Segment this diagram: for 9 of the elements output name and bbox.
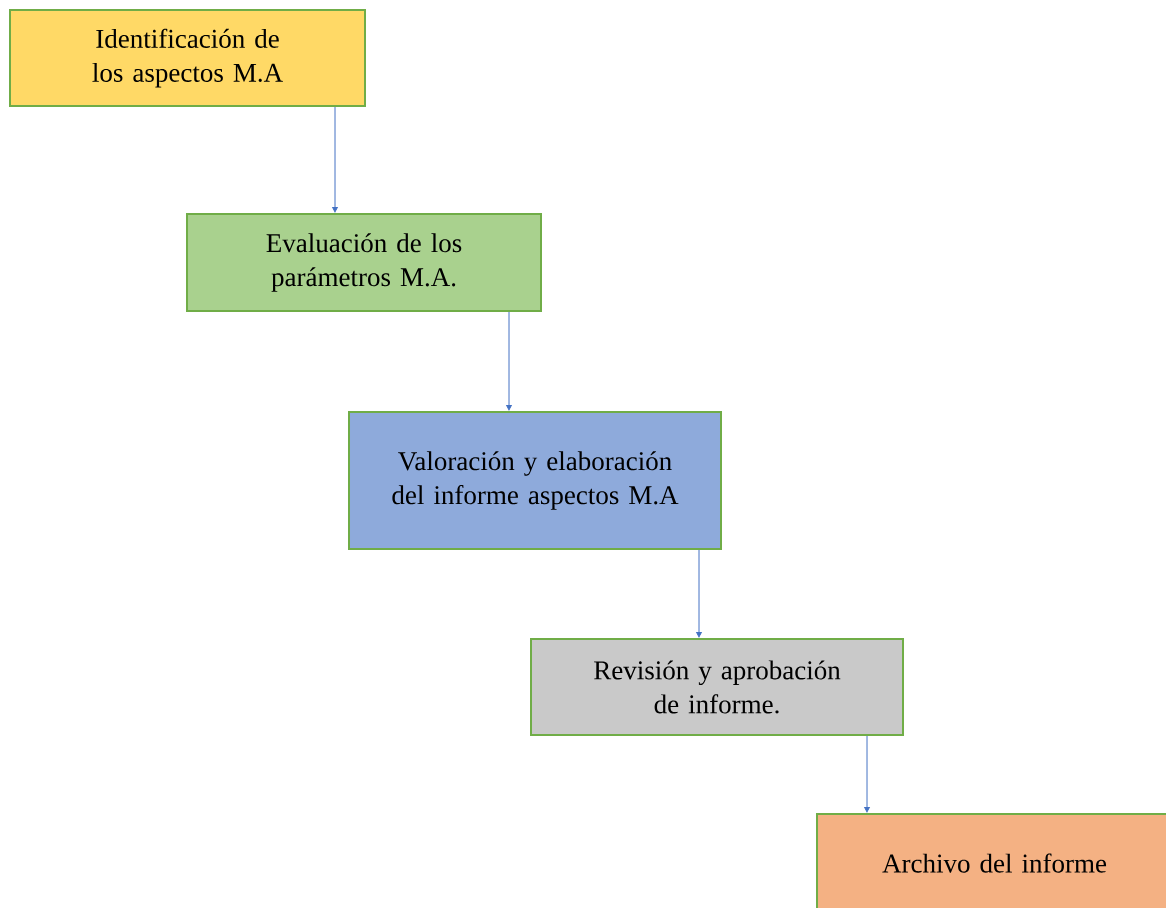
process-box: Revisión y aprobación de informe.	[530, 638, 904, 736]
process-box: Valoración y elaboración del informe aspectos M.A	[348, 411, 722, 550]
process-box: Archivo del informe	[816, 813, 1166, 908]
process-box: Identificación de los aspectos M.A	[9, 9, 366, 107]
arrow	[864, 735, 870, 813]
arrow	[696, 549, 702, 638]
process-box: Evaluación de los parámetros M.A.	[186, 213, 542, 312]
arrow	[506, 311, 512, 411]
arrow	[332, 106, 338, 213]
